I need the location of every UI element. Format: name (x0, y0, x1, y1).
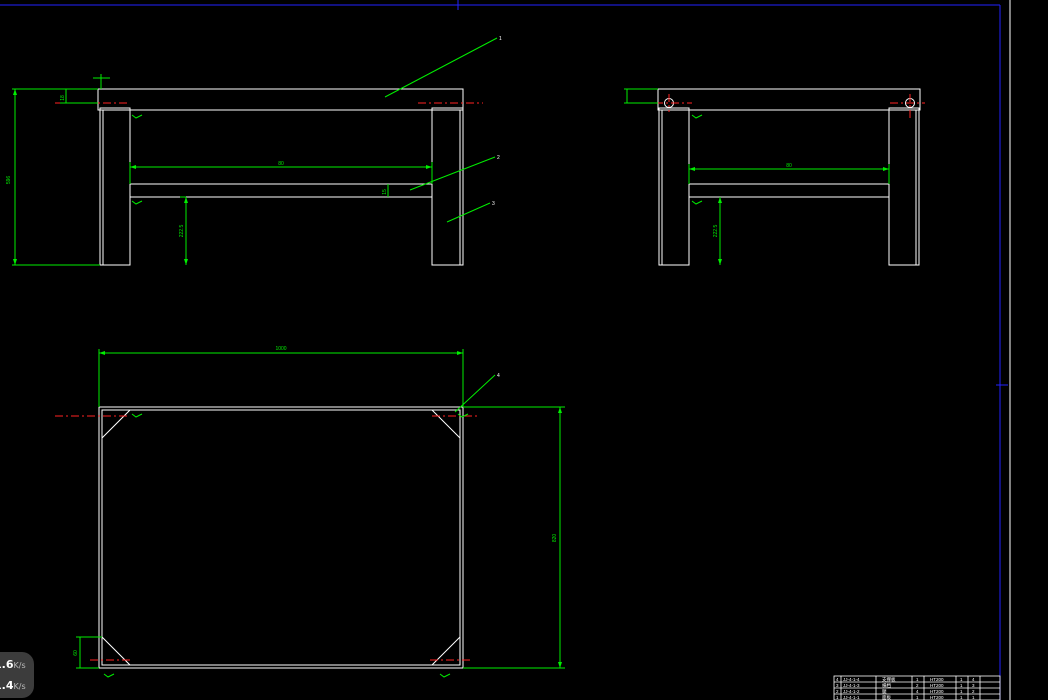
leader-label-1: 1 (499, 36, 502, 42)
row-material: HT200 (930, 683, 944, 688)
row-qty: 1 (916, 695, 919, 700)
side-view-labels: 80 222.5 (713, 163, 792, 237)
front-view-geometry (97, 88, 464, 266)
side-view-centerlines (655, 94, 925, 118)
top-view-dimensions (76, 349, 565, 678)
row-name: 横档 (882, 682, 891, 689)
row-code: JJ-4-1-2 (843, 689, 860, 694)
parts-list-cells: 4 JJ-4-1-4 支撑板 1 HT200 1 4 3 JJ-4-1-3 横档… (836, 676, 975, 700)
row-qty: 1 (916, 677, 919, 682)
drawing-frame (0, 0, 1008, 700)
top-corner-dim-label: 60 (73, 650, 79, 656)
row-name: 腿 (882, 689, 887, 695)
leader-label-4: 4 (497, 373, 500, 379)
row-c6: 1 (960, 689, 963, 694)
front-rail-dim-label: 15 (382, 189, 388, 195)
side-inner-width-label: 80 (786, 163, 792, 169)
front-view: 596 18 80 15 222.5 1 2 3 (6, 36, 502, 266)
row-c6: 1 (960, 695, 963, 700)
side-view-dimension-arrows (689, 167, 889, 265)
side-view-dimensions (624, 88, 890, 265)
row-material: HT200 (930, 695, 944, 700)
top-view: 1000 820 60 4 (55, 346, 565, 678)
row-c7: 1 (972, 695, 975, 700)
front-view-dimension-arrows (13, 89, 432, 265)
row-code: JJ-4-1-1 (843, 695, 860, 700)
top-width-dim-label: 1000 (275, 346, 286, 352)
network-speed-widget[interactable]: 1.6K/s 1.4K/s (0, 652, 34, 698)
front-leg-clearance-label: 222.5 (179, 225, 185, 238)
row-c7: 4 (972, 677, 975, 682)
front-view-dimensions (12, 37, 498, 266)
row-seq: 3 (836, 683, 839, 688)
row-name: 面板 (882, 694, 891, 700)
front-height-dim-label: 596 (6, 176, 12, 185)
row-qty: 4 (916, 689, 919, 694)
top-view-labels: 1000 820 60 (73, 346, 558, 656)
upload-speed: 1.6K/s (0, 655, 34, 676)
front-view-leader-labels: 1 2 3 (492, 36, 502, 207)
top-view-geometry (98, 406, 464, 669)
row-c7: 2 (972, 689, 975, 694)
row-c7: 3 (972, 683, 975, 688)
row-c6: 1 (960, 683, 963, 688)
row-seq: 4 (836, 677, 839, 682)
top-depth-dim-label: 820 (552, 534, 558, 543)
row-seq: 2 (836, 689, 839, 694)
row-qty: 2 (916, 683, 919, 688)
row-c6: 1 (960, 677, 963, 682)
download-speed-unit: K/s (13, 682, 26, 691)
top-view-dimension-arrows (99, 351, 562, 668)
row-seq: 1 (836, 695, 839, 700)
parts-list-table: 4 JJ-4-1-4 支撑板 1 HT200 1 4 3 JJ-4-1-3 横档… (833, 675, 1001, 700)
download-speed: 1.4K/s (0, 676, 34, 697)
row-code: JJ-4-1-4 (843, 677, 860, 682)
upload-speed-value: 1.6 (0, 658, 14, 671)
leader-label-2: 2 (497, 155, 500, 161)
row-code: JJ-4-1-3 (843, 683, 860, 688)
row-material: HT200 (930, 677, 944, 682)
upload-speed-unit: K/s (13, 661, 26, 670)
front-view-labels: 596 18 80 15 222.5 (6, 95, 388, 237)
side-view-geometry (657, 88, 921, 266)
front-small-dim-label: 18 (60, 95, 66, 101)
row-material: HT200 (930, 689, 944, 694)
leader-label-3: 3 (492, 201, 495, 207)
download-speed-value: 1.4 (0, 679, 14, 692)
side-view: 80 222.5 (624, 88, 925, 266)
front-inner-width-label: 80 (278, 161, 284, 167)
row-name: 支撑板 (882, 676, 896, 683)
side-leg-clearance-label: 222.5 (713, 225, 719, 238)
parts-list-grid (833, 675, 1001, 700)
top-view-centerlines (55, 415, 480, 661)
